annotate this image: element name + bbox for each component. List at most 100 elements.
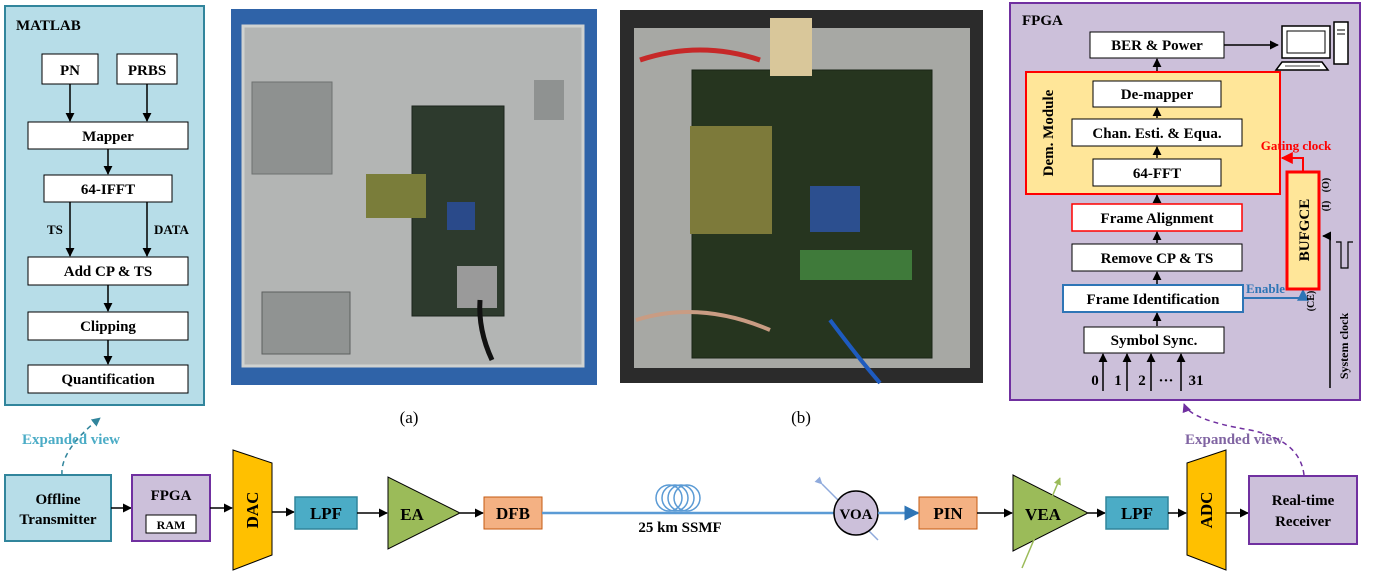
quantification-block [27, 364, 189, 394]
fpga-tx-label: FPGA [151, 488, 192, 504]
photo-b-red-cable [639, 47, 761, 63]
enable-arrow [1243, 288, 1309, 301]
fiber-spool-icon [655, 484, 701, 512]
matlab-title: MATLAB [16, 18, 81, 34]
pin-block [918, 496, 978, 530]
data-label: DATA [154, 222, 190, 237]
gating-clock-label: Gating clock [1261, 138, 1332, 153]
fiber-label: 25 km SSMF [638, 520, 721, 536]
frame-alignment-block [1071, 203, 1243, 232]
frame-alignment-label: Frame Alignment [1101, 211, 1214, 227]
input-label-0: 0 [1091, 373, 1099, 389]
ea-block [387, 476, 462, 550]
matlab-panel: MATLAB PN PRBS Mapper 64-IFFT TS DATA Ad… [4, 5, 205, 406]
voa-label: VOA [839, 507, 872, 523]
photo-b-blue-cable [828, 318, 882, 385]
input-label-31: 31 [1189, 373, 1204, 389]
photo-a-cable [477, 299, 495, 362]
realtime-receiver-block [1248, 475, 1358, 545]
signal-chain: Offline Transmitter FPGA RAM DAC LPF EA … [4, 449, 1358, 571]
photo-a-caption: (a) [400, 408, 419, 427]
realtime-receiver-label-2: Receiver [1275, 514, 1331, 530]
photo-b-caption: (b) [791, 408, 811, 427]
remove-cp-ts-block [1071, 243, 1243, 272]
offline-transmitter-label-1: Offline [36, 492, 81, 508]
adc-block [1186, 449, 1227, 571]
vea-label: VEA [1025, 505, 1062, 524]
photo-b [620, 10, 983, 385]
expanded-view-left-arrow [61, 417, 101, 476]
chan-esti-block [1071, 118, 1243, 147]
ea-label: EA [400, 505, 424, 524]
photo-a [231, 9, 597, 385]
system-clock-label: System clock [1337, 313, 1351, 380]
input-label-2: 2 [1138, 373, 1146, 389]
symbol-sync-block [1083, 326, 1225, 354]
clipping-block [27, 311, 189, 341]
pin-label: PIN [933, 504, 963, 523]
frame-identification-label: Frame Identification [1087, 292, 1221, 308]
prbs-label: PRBS [128, 63, 166, 79]
frame-identification-block [1062, 284, 1244, 313]
photo-b-fiber [635, 310, 771, 332]
computer-icon [1274, 21, 1349, 71]
enable-label: Enable [1246, 281, 1285, 296]
photo-a-heatsink [457, 266, 497, 308]
lpf2-label: LPF [1121, 504, 1153, 523]
photo-b-card-slot [770, 18, 812, 76]
dfb-label: DFB [496, 504, 530, 523]
photo-b-fan [810, 186, 860, 232]
add-cp-ts-label: Add CP & TS [64, 264, 153, 280]
fft-label: 64-FFT [1133, 166, 1181, 182]
demapper-label: De-mapper [1121, 87, 1194, 103]
mapper-block [27, 121, 189, 150]
symbol-sync-label: Symbol Sync. [1111, 333, 1198, 349]
photo-b-daughter-card [690, 126, 772, 234]
photo-a-power-supply [251, 81, 333, 175]
fft-block [1092, 158, 1222, 187]
ifft-block [43, 174, 173, 203]
fpga-panel: FPGA BER & Power Dem. Module De-mapper C… [1009, 2, 1361, 401]
lpf1-label: LPF [310, 504, 342, 523]
offline-transmitter-label-2: Transmitter [19, 512, 97, 528]
gating-clock-arrow [1280, 152, 1304, 172]
photo-a-daughter-card [366, 174, 426, 218]
bufgce-pin-i: (I) [1321, 201, 1332, 212]
realtime-receiver-label-1: Real-time [1272, 493, 1335, 509]
chan-esti-label: Chan. Esti. & Equa. [1092, 126, 1221, 142]
clipping-label: Clipping [80, 319, 136, 335]
ber-power-block [1089, 31, 1225, 59]
bufgce-pin-o: (O) [1321, 178, 1332, 192]
quantification-label: Quantification [61, 372, 155, 388]
bufgce-block [1285, 170, 1321, 291]
mapper-label: Mapper [82, 129, 134, 145]
bufgce-label: BUFGCE [1297, 199, 1313, 262]
vea-block [1012, 474, 1090, 552]
adc-label: ADC [1197, 492, 1216, 529]
expanded-view-right-arrow [1182, 403, 1305, 476]
photo-a-connector [534, 80, 564, 120]
input-label-ellipsis: ··· [1158, 373, 1173, 389]
photo-a-sfp-box [261, 291, 351, 355]
photo-a-fan [447, 202, 475, 230]
input-label-1: 1 [1114, 373, 1122, 389]
bufgce-pin-ce: (CE) [1306, 291, 1317, 312]
offline-transmitter-block [4, 474, 112, 542]
photo-b-memory [800, 250, 912, 280]
dem-module-label: Dem. Module [1041, 89, 1057, 176]
dfb-block [483, 496, 543, 530]
clock-waveform-icon [1336, 241, 1353, 269]
fpga-title: FPGA [1022, 13, 1063, 29]
vea-adjust-arrow [1021, 477, 1061, 569]
expanded-view-right: Expanded view [1185, 432, 1283, 448]
ram-label: RAM [157, 518, 186, 532]
ifft-label: 64-IFFT [81, 182, 135, 198]
dac-block [232, 449, 273, 571]
ram-block [145, 514, 197, 534]
dac-label: DAC [243, 492, 262, 529]
expanded-view-left: Expanded view [22, 432, 120, 448]
add-cp-ts-block [27, 256, 189, 286]
system-clock-arrow [1322, 231, 1332, 388]
